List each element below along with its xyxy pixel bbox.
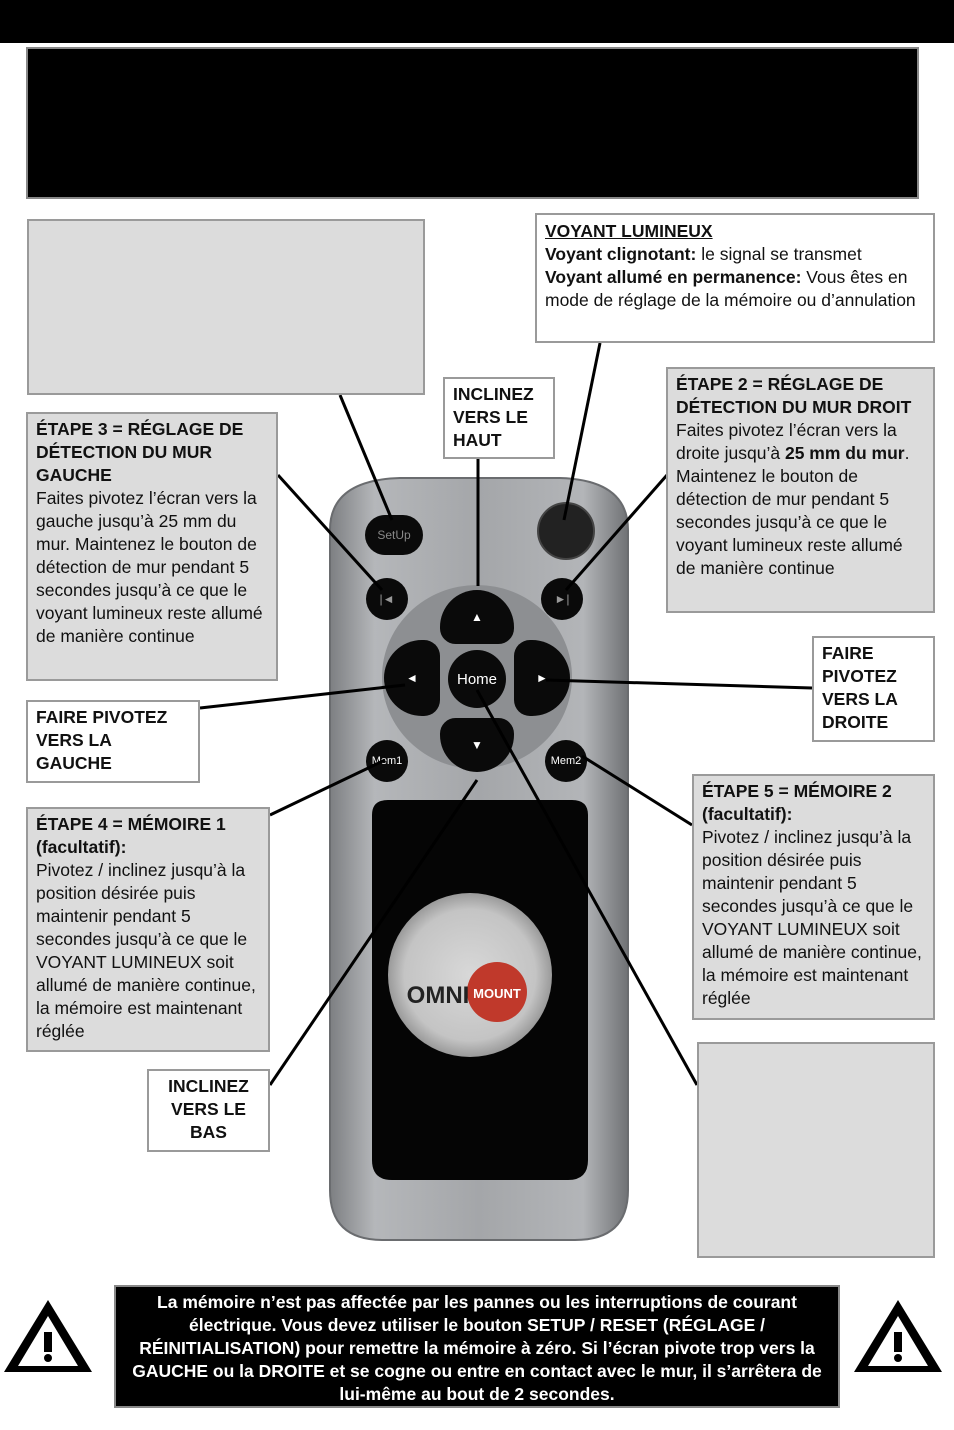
- warning-text: La mémoire n’est pas affectée par les pa…: [132, 1292, 822, 1404]
- setup-button[interactable]: SetUp: [365, 515, 423, 555]
- etape5-text: Pivotez / inclinez jusqu’à la position d…: [702, 827, 922, 1008]
- logo-omni-text: OMNI: [407, 982, 470, 1009]
- header-panel: [26, 47, 919, 199]
- etape2-callout: ÉTAPE 2 = RÉGLAGE DE DÉTECTION DU MUR DR…: [666, 367, 935, 613]
- mem2-button[interactable]: Mem2: [545, 740, 587, 782]
- etape3-callout: ÉTAPE 3 = RÉGLAGE DE DÉTECTION DU MUR GA…: [26, 412, 278, 681]
- led-indicator: [537, 502, 595, 560]
- warning-icon-right: [854, 1300, 942, 1372]
- etape3-title: ÉTAPE 3 = RÉGLAGE DE DÉTECTION DU MUR GA…: [36, 419, 244, 485]
- haut-callout: INCLINEZ VERS LE HAUT: [443, 377, 555, 459]
- logo-disc: [388, 893, 552, 1057]
- top-bar: [0, 0, 954, 43]
- bas-callout: INCLINEZ VERS LE BAS: [147, 1069, 270, 1152]
- voyant-callout: VOYANT LUMINEUX Voyant clignotant: le si…: [535, 213, 935, 343]
- warning-box: La mémoire n’est pas affectée par les pa…: [114, 1285, 840, 1408]
- etape4-text: Pivotez / inclinez jusqu’à la position d…: [36, 860, 256, 1041]
- wall-left-button[interactable]: |◄: [366, 578, 408, 620]
- gauche-callout: FAIRE PIVOTEZ VERS LA GAUCHE: [26, 700, 200, 783]
- setup-callout-box: [27, 219, 425, 395]
- etape4-title: ÉTAPE 4 = MÉMOIRE 1 (facultatif):: [36, 814, 226, 857]
- warning-icon-left: [4, 1300, 92, 1372]
- bas-label: INCLINEZ VERS LE BAS: [168, 1076, 249, 1142]
- voyant-line2: Voyant allumé en permanence: Vous êtes e…: [545, 267, 916, 310]
- voyant-title: VOYANT LUMINEUX: [545, 221, 713, 241]
- mem1-button[interactable]: Mem1: [366, 740, 408, 782]
- droite-callout: FAIRE PIVOTEZ VERS LA DROITE: [812, 636, 935, 742]
- etape4-callout: ÉTAPE 4 = MÉMOIRE 1 (facultatif): Pivote…: [26, 807, 270, 1052]
- etape5-callout: ÉTAPE 5 = MÉMOIRE 2 (facultatif): Pivote…: [692, 774, 935, 1020]
- haut-label: INCLINEZ VERS LE HAUT: [453, 384, 534, 450]
- wall-right-button[interactable]: ►|: [541, 578, 583, 620]
- etape2-title: ÉTAPE 2 = RÉGLAGE DE DÉTECTION DU MUR DR…: [676, 374, 912, 417]
- logo-mount-text: MOUNT: [473, 986, 521, 1001]
- up-button[interactable]: ▲: [440, 590, 514, 644]
- droite-label: FAIRE PIVOTEZ VERS LA DROITE: [822, 643, 898, 732]
- etape3-text: Faites pivotez l’écran vers la gauche ju…: [36, 488, 263, 646]
- etape5-title: ÉTAPE 5 = MÉMOIRE 2 (facultatif):: [702, 781, 892, 824]
- home-callout-box: [697, 1042, 935, 1258]
- gauche-label: FAIRE PIVOTEZ VERS LA GAUCHE: [36, 707, 168, 773]
- etape2-text: Faites pivotez l’écran vers la droite ju…: [676, 420, 910, 578]
- voyant-line1: Voyant clignotant: le signal se transmet: [545, 244, 862, 264]
- home-button[interactable]: Home: [448, 650, 506, 708]
